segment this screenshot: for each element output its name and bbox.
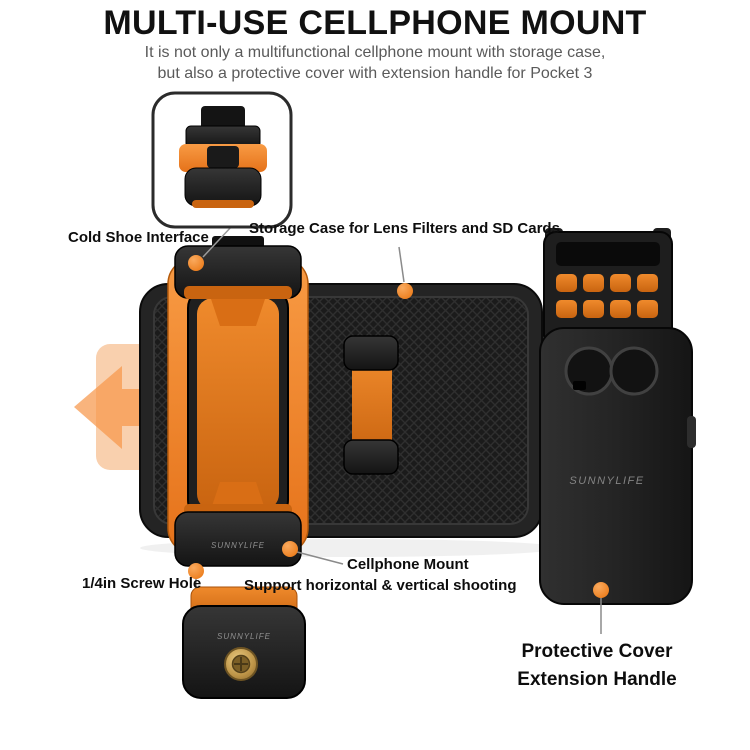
brand-logo-handle: SUNNYLIFE — [569, 475, 644, 487]
vent-holes — [556, 274, 658, 318]
dot-cellphone-mount — [282, 541, 298, 557]
callout-connectors — [188, 246, 609, 634]
case-mount-bracket — [343, 335, 399, 475]
extension-handle — [539, 327, 693, 605]
dot-screw-hole — [188, 563, 204, 579]
page-title: MULTI-USE CELLPHONE MOUNT — [103, 4, 647, 42]
protective-cover-label: Protective Cover Extension Handle — [502, 638, 692, 694]
filter-slot-left — [564, 346, 614, 396]
cold-shoe-label: Cold Shoe Interface — [68, 229, 209, 246]
cellphone-mount-sublabel: Support horizontal & vertical shooting — [244, 577, 517, 594]
filter-slot-right — [609, 346, 659, 396]
subtitle-line-1: It is not only a multifunctional cellpho… — [144, 44, 606, 61]
extend-arrow-icon — [74, 366, 170, 449]
cold-shoe-detail-bubble — [151, 91, 293, 258]
storage-case-label: Storage Case for Lens Filters and SD Car… — [249, 220, 560, 237]
brand-logo-base: SUNNYLIFE — [217, 632, 271, 641]
dot-protective-cover — [593, 582, 609, 598]
cellphone-clamp: SUNNYLIFE — [167, 236, 309, 567]
screw-hole-label: 1/4in Screw Hole — [82, 575, 202, 592]
page-subtitle: It is not only a multifunctional cellpho… — [0, 42, 750, 84]
cellphone-mount-label: Cellphone Mount — [347, 556, 469, 573]
dot-storage-case — [397, 283, 413, 299]
dot-cold-shoe — [188, 255, 204, 271]
protective-cover-assembly: SUNNYLIFE — [539, 228, 696, 605]
subtitle-line-2: but also a protective cover with extensi… — [157, 65, 593, 82]
protective-cover-line-1: Protective Cover — [521, 641, 673, 662]
protective-cover-line-2: Extension Handle — [517, 669, 677, 690]
screw-mount-base: SUNNYLIFE — [182, 586, 306, 699]
side-button — [687, 416, 696, 448]
brand-logo-clamp: SUNNYLIFE — [211, 541, 265, 550]
clamp-bottom-jaw — [174, 511, 302, 567]
